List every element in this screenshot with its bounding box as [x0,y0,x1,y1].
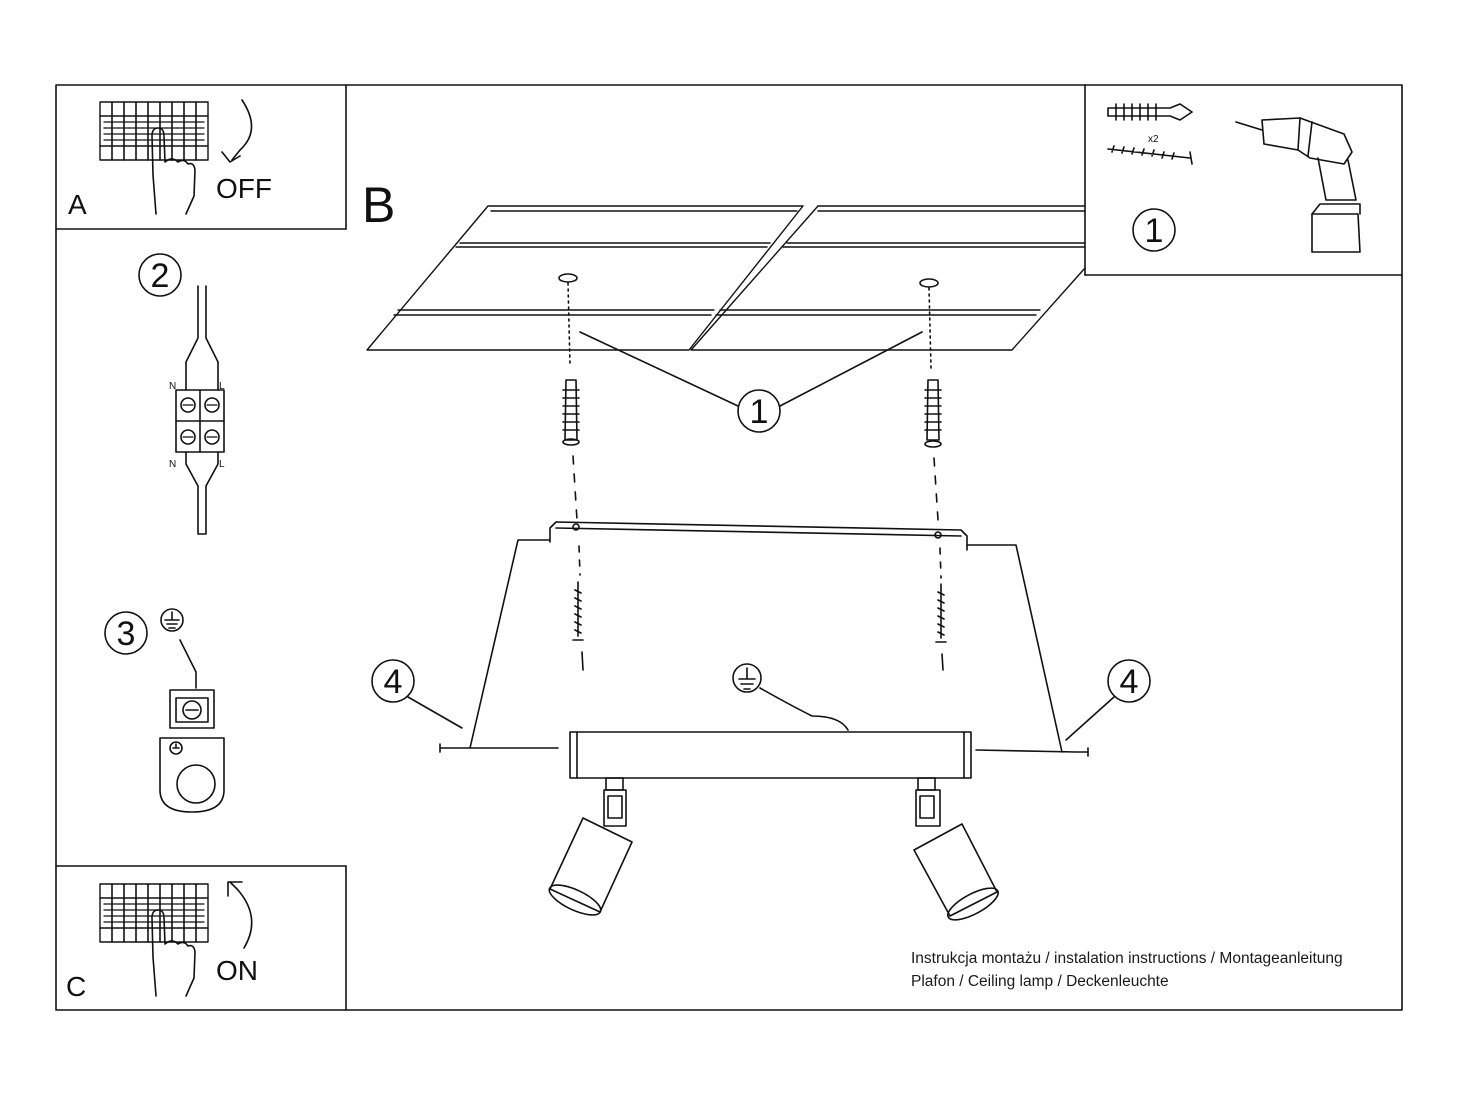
step-4-left-number: 4 [384,663,403,701]
panel-a: A OFF [68,99,272,220]
step-4-left-leader [407,696,463,729]
screw-icon [935,583,947,643]
side-screw-right [975,747,1089,757]
panel-c-letter: C [66,971,86,1002]
hole-guide-right [928,287,932,369]
ground-lead [759,687,849,731]
screw-guide-left-top [578,545,581,576]
ground-symbol-icon [732,663,762,693]
step-1-tools-circle [1132,208,1176,252]
screw-icon [1107,145,1193,165]
step-3-number: 3 [117,615,136,653]
circuit-breaker-icon [99,883,209,943]
screw-guide-right-bottom [941,653,944,671]
hand-icon [151,127,196,215]
drill-hole-left [558,273,578,283]
terminal-bottom-neutral: N [169,459,176,470]
step-2-number: 2 [151,257,170,295]
caption-line-2: Plafon / Ceiling lamp / Deckenleuchte [911,973,1169,990]
ceiling [366,205,1086,351]
rotate-arrow-icon [227,881,253,949]
drill-icon [1235,117,1361,253]
hand-icon [151,909,196,997]
hole-guide-left [567,282,571,366]
lamp-cable [185,451,219,535]
supply-cable [185,285,219,391]
screw-guide-right-top [939,547,942,579]
spotlight-left [548,777,633,916]
step-3-circle [104,611,148,655]
circuit-breaker-icon [99,101,209,161]
rotate-arrow-icon [221,99,253,163]
panel-c-state: ON [216,955,258,986]
step-4-right-circle [1107,659,1151,703]
step-2-circle [138,253,182,297]
terminal-top-neutral: N [169,381,176,392]
step-4-left-circle [371,659,415,703]
lamp-base [569,731,972,779]
wall-plug-icon [924,379,942,448]
step-1-holes-number: 1 [750,393,769,431]
terminal-block [175,389,225,453]
ground-step: 3 [104,608,225,813]
outer-frame [55,84,1403,1011]
panel-c: C ON [66,881,258,1002]
panel-a-letter: A [68,189,87,220]
side-screw-left [439,743,559,753]
tools-panel: x2 1 [1107,103,1361,253]
step-1-leader-lines [579,331,923,407]
step-4-right-leader [1065,696,1115,741]
step-1-holes-circle [737,389,781,433]
ground-terminal [159,689,225,813]
canopy-outline [469,539,1063,753]
screw-icon [572,581,584,641]
terminal-top-live: L [219,381,225,392]
wall-plug-icon [1107,103,1193,121]
drill-hole-right [919,278,939,288]
wiring-step: 2 N L N L [138,253,225,535]
step-1-tools-number: 1 [1145,212,1164,250]
step-4-right-number: 4 [1120,663,1139,701]
spotlight-right [913,777,999,921]
plug-guide-right [933,457,939,521]
mounting-bracket [549,521,968,551]
quantity-label: x2 [1148,134,1159,145]
caption-line-1: Instrukcja montażu / instalation instruc… [911,950,1343,967]
screw-guide-left-bottom [581,651,584,671]
ground-symbol-icon [160,608,184,632]
plug-guide-left [572,455,578,521]
ground-wire [179,639,197,689]
panel-a-state: OFF [216,173,272,204]
panel-b-letter: B [362,177,395,233]
wall-plug-icon [562,379,580,446]
terminal-bottom-live: L [219,459,225,470]
